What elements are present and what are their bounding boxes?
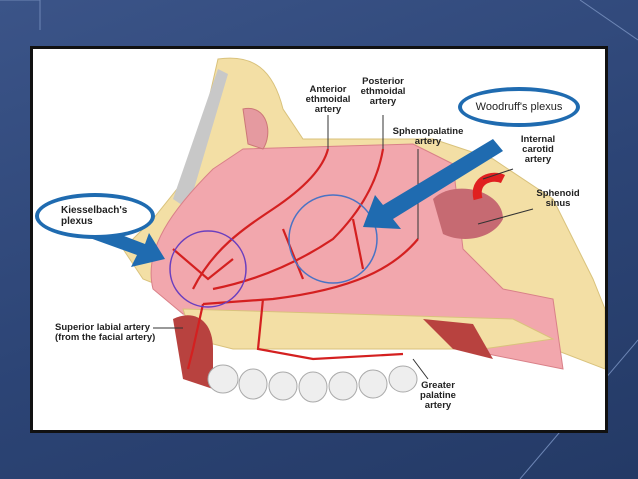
woodruff-arrow bbox=[363, 139, 503, 229]
kiesselbach-callout: Kiesselbach's plexus bbox=[35, 193, 155, 239]
woodruff-callout: Woodruff's plexus bbox=[458, 87, 580, 127]
nasal-cavity-drawing bbox=[87, 57, 605, 403]
label-greater-palatine: Greater palatine artery bbox=[420, 380, 456, 411]
label-superior-labial: Superior labial artery (from the facial … bbox=[55, 322, 156, 343]
anatomy-illustration: Anterior ethmoidal artery Posterior ethm… bbox=[30, 46, 608, 433]
kiesselbach-callout-text: Kiesselbach's plexus bbox=[61, 205, 128, 227]
label-posterior-ethmoidal: Posterior ethmoidal artery bbox=[360, 76, 406, 107]
label-anterior-ethmoidal: Anterior ethmoidal artery bbox=[305, 84, 351, 115]
label-sphenopalatine: Sphenopalatine artery bbox=[392, 126, 464, 147]
label-internal-carotid: Internal carotid artery bbox=[520, 134, 556, 165]
woodruff-callout-text: Woodruff's plexus bbox=[475, 101, 563, 113]
label-sphenoid-sinus: Sphenoid sinus bbox=[536, 188, 580, 209]
